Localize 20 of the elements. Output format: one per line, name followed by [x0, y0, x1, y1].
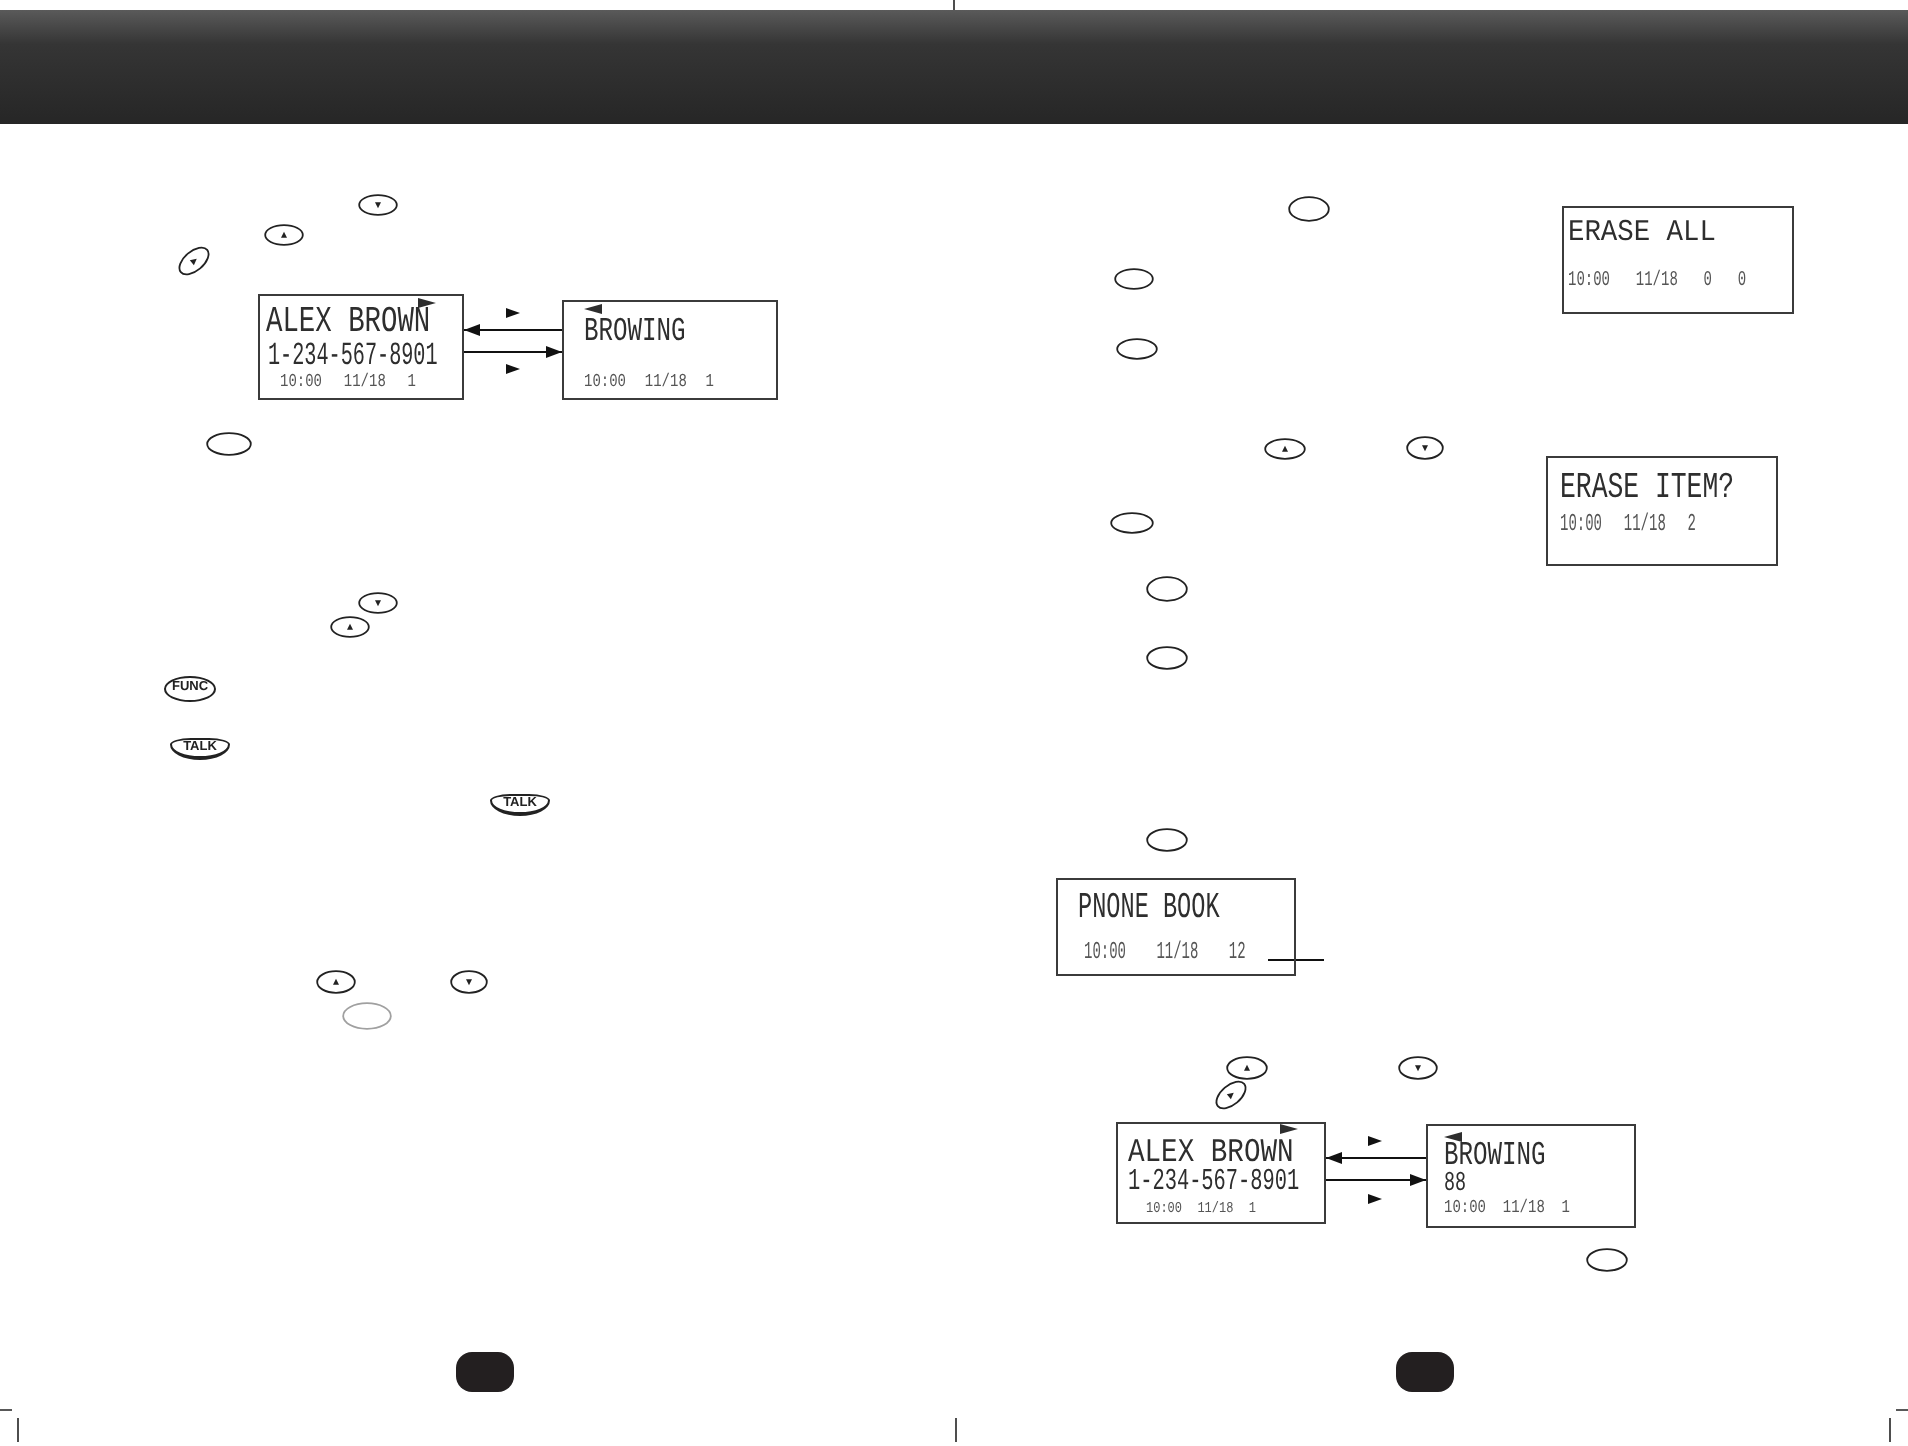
lcd-screen — [1426, 1124, 1636, 1228]
arrow — [1325, 1174, 1427, 1186]
arrow — [1325, 1152, 1427, 1164]
lcd-text: PNONE BOOK — [1078, 892, 1220, 924]
arrow — [463, 324, 563, 336]
lcd-screen — [562, 300, 778, 400]
lcd-text: ALEX BROWN — [266, 310, 431, 341]
lcd-screen — [1056, 878, 1296, 976]
arrow — [463, 346, 563, 358]
lcd-text: BROWING — [1444, 1142, 1546, 1171]
lcd-text: ALEX BROWN — [1128, 1142, 1294, 1171]
leader-line — [1267, 959, 1325, 961]
lcd-screen — [1116, 1122, 1326, 1224]
lcd-text: BROWING — [584, 318, 686, 347]
lcd-screen — [258, 294, 464, 400]
lcd-screen — [1546, 456, 1778, 566]
lcd-screen — [1562, 206, 1794, 314]
lcd-text: 88 — [1444, 1172, 1467, 1196]
lcd-text: ERASE ITEM? — [1560, 472, 1735, 503]
lcd-text: ERASE ALL — [1568, 222, 1716, 248]
